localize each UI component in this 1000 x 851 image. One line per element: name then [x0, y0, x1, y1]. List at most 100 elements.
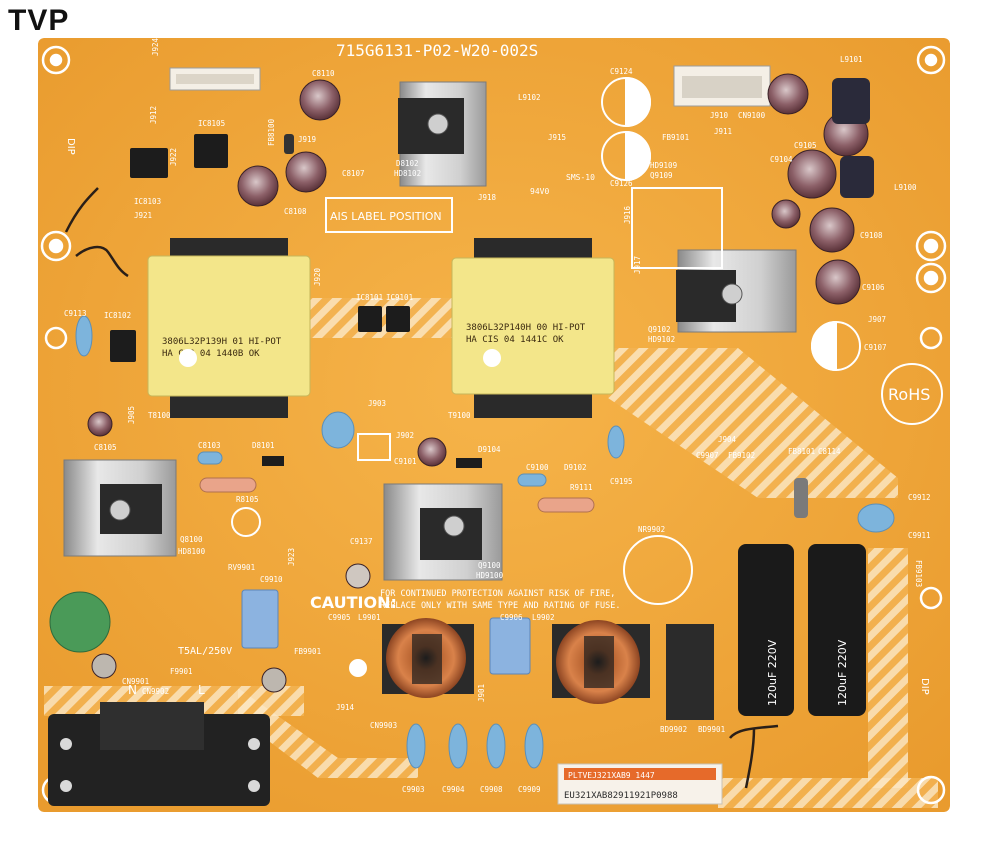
label-q9109: Q9109: [650, 171, 673, 180]
label-c9106: C9106: [862, 283, 885, 292]
label-j917: J917: [633, 256, 642, 274]
ais-label: AIS LABEL POSITION: [330, 210, 442, 223]
label-fb9102: FB9102: [728, 451, 755, 460]
label-c9907: C9907: [696, 451, 719, 460]
label-j905: J905: [127, 406, 136, 424]
label-d8102: D8102: [396, 159, 419, 168]
label-t8100: T8100: [148, 411, 171, 420]
label-j923: J923: [287, 548, 296, 566]
label-hd9100: HD9100: [476, 571, 504, 580]
label-hd9102: HD9102: [648, 335, 675, 344]
heatsink-q9100: [383, 483, 503, 581]
bridge-rectifier: [666, 624, 714, 720]
rohs-outline: [881, 363, 943, 425]
label-c9903: C9903: [402, 785, 425, 794]
ic-chips: [110, 134, 410, 362]
blue-capacitors: [75, 315, 895, 769]
label-j924: J924: [151, 38, 160, 56]
label-j901: J901: [477, 684, 486, 702]
varistor-rv9901: [49, 591, 111, 653]
label-c8108: C8108: [284, 207, 307, 216]
label-ic8102: IC8102: [104, 311, 131, 320]
label-j919: J919: [298, 135, 316, 144]
connector-j924: [169, 67, 261, 91]
handwritten-marks: [64, 187, 779, 789]
label-cn9902: CN9902: [142, 687, 169, 696]
label-j910: J910: [710, 111, 729, 120]
transformer-t8100-test: HA CIS 04 1440B OK: [162, 349, 260, 359]
rating-94v0: 94V0: [530, 187, 549, 196]
label-hd8102: HD8102: [394, 169, 421, 178]
label-j914: J914: [336, 703, 355, 712]
rohs-mark: RoHS: [888, 385, 930, 404]
connector-l-label: L: [198, 683, 205, 697]
sticker-bottom-text: EU321XAB82911921P0988: [564, 791, 678, 801]
dark-capacitors-stack: [832, 78, 874, 198]
dip-left-mark: DIP: [65, 138, 76, 155]
label-c9911: C9911: [908, 531, 931, 540]
label-c9137: C9137: [350, 537, 373, 546]
caution-line-1: FOR CONTINUED PROTECTION AGAINST RISK OF…: [380, 589, 615, 599]
label-cn9901: CN9901: [122, 677, 149, 686]
label-j915: J915: [548, 133, 566, 142]
heatsink-q9102: [676, 249, 797, 333]
label-t9100: T9100: [448, 411, 471, 420]
label-j921: J921: [134, 211, 152, 220]
label-c9195: C9195: [610, 477, 633, 486]
bulk-cap-left-rating: 120uF 220V: [766, 639, 779, 706]
transformer-t9100-test: HA CIS 04 1441C OK: [466, 335, 564, 345]
label-l9102: L9102: [518, 93, 541, 102]
label-r8105: R8105: [236, 495, 259, 504]
label-bd9902: BD9902: [660, 725, 687, 734]
transformer-t9100: 3806L32P140H 00 HI-POT HA CIS 04 1441C O…: [451, 238, 615, 418]
label-cn9100: CN9100: [738, 111, 766, 120]
label-l9100: L9100: [894, 183, 917, 192]
heatsink-d8102: [398, 81, 487, 187]
label-j902: J902: [396, 431, 414, 440]
label-c8103: C8103: [198, 441, 221, 450]
label-hd8100: HD8100: [178, 547, 206, 556]
sticker-top-text: PLTVEJ321XAB9 1447: [568, 771, 655, 780]
transformer-t9100-code: 3806L32P140H 00 HI-POT: [466, 323, 586, 333]
label-l9101: L9101: [840, 55, 863, 64]
label-fb8100: FB8100: [267, 118, 276, 146]
watermark-text: TVP: [8, 4, 70, 37]
label-j920: J920: [313, 267, 322, 286]
label-d9102: D9102: [564, 463, 587, 472]
isolation-zones: [44, 298, 938, 808]
transformer-t8100-code: 3806L32P139H 01 HI-POT: [162, 337, 282, 347]
label-j903: J903: [368, 399, 386, 408]
label-c9108: C9108: [860, 231, 883, 240]
label-c9113: C9113: [64, 309, 87, 318]
label-q8100: Q8100: [180, 535, 203, 544]
label-fb8101: FB8101: [788, 447, 815, 456]
common-mode-choke-l9901: [382, 618, 474, 698]
label-j911: J911: [714, 127, 732, 136]
label-c8105: C8105: [94, 443, 117, 452]
label-c9908: C9908: [480, 785, 503, 794]
label-ic8105: IC8105: [198, 119, 225, 128]
label-c9107: C9107: [864, 343, 887, 352]
bulk-cap-right-rating: 120uF 220V: [836, 639, 849, 706]
label-c9910: C9910: [260, 575, 283, 584]
caution-line-2: REPLACE ONLY WITH SAME TYPE AND RATING O…: [380, 601, 621, 611]
label-c9906: C9906: [500, 613, 523, 622]
pcb-illustration: 3806L32P139H 01 HI-POT HA CIS 04 1440B O…: [38, 38, 950, 812]
label-j912: J912: [149, 106, 158, 124]
fuse-rating: T5AL/250V: [178, 646, 232, 657]
label-c9905: C9905: [328, 613, 351, 622]
serial-sticker: PLTVEJ321XAB9 1447 EU321XAB82911921P0988: [557, 763, 723, 805]
label-f9901: F9901: [170, 667, 193, 676]
label-c8107: C8107: [342, 169, 365, 178]
label-c9904: C9904: [442, 785, 465, 794]
ac-input-connector: [48, 702, 270, 806]
label-j907: J907: [868, 315, 886, 324]
label-d8101: D8101: [252, 441, 275, 450]
common-mode-choke-l9902: [552, 620, 650, 704]
label-c9912: C9912: [908, 493, 931, 502]
sms-mark: SMS-10: [566, 173, 595, 182]
label-j904: J904: [718, 435, 737, 444]
label-j918: J918: [478, 193, 497, 202]
bulk-capacitor-left: 120uF 220V: [738, 544, 794, 716]
label-c9126: C9126: [610, 179, 633, 188]
